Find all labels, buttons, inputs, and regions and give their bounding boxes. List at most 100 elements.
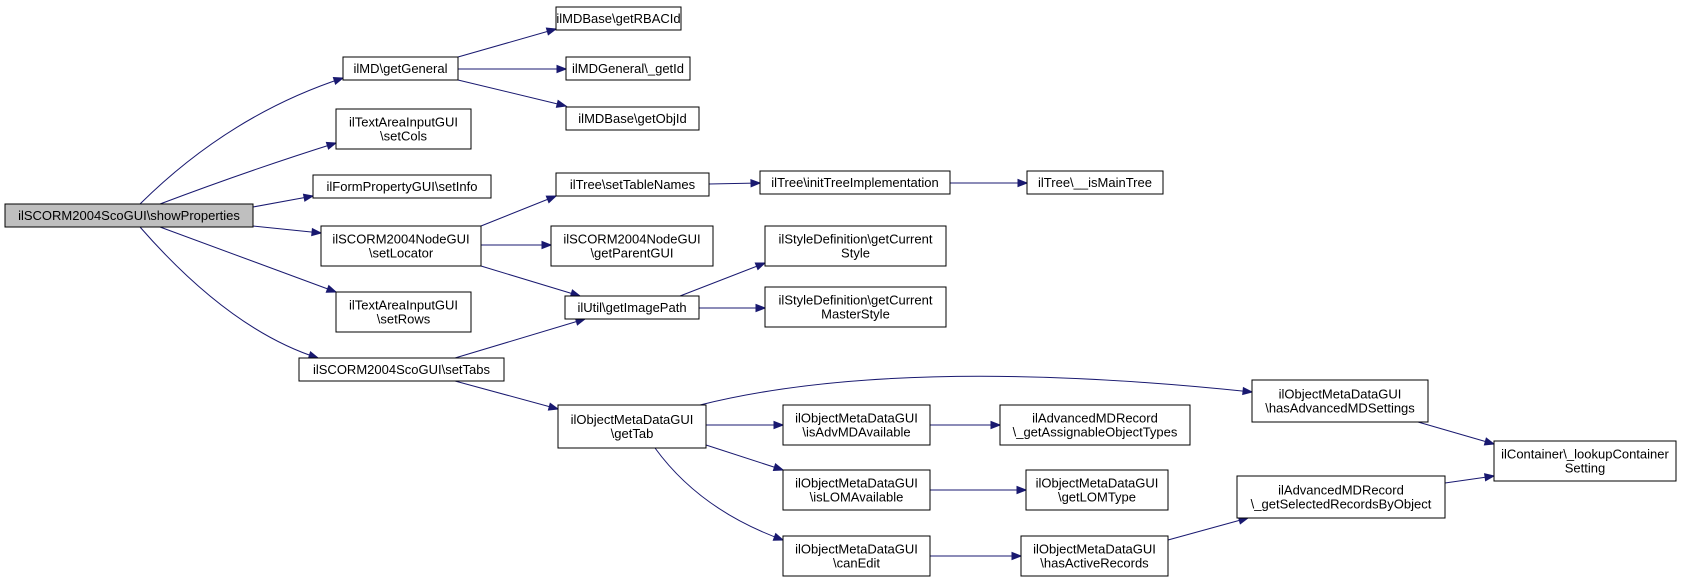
- node-omdgui_islomavailable[interactable]: ilObjectMetaDataGUI\isLOMAvailable: [782, 469, 931, 511]
- node-label-line: ilStyleDefinition\getCurrent: [779, 293, 933, 308]
- edge-root-to-textarea_setcols: [159, 141, 338, 205]
- edge-omdgui_gettab-to-omdgui_hasadvmdsettings: [699, 375, 1254, 406]
- node-label-line: ilTree\setTableNames: [570, 177, 696, 192]
- node-tree_settablenames[interactable]: ilTree\setTableNames: [555, 172, 710, 197]
- edge-nodegui_setlocator-to-tree_settablenames: [480, 195, 558, 227]
- edge-nodegui_setlocator-to-nodegui_getparentgui: [481, 240, 553, 250]
- node-label-line: ilTree\initTreeImplementation: [771, 175, 938, 190]
- node-label-line: \getTab: [611, 426, 654, 441]
- node-util_getimagepath[interactable]: ilUtil\getImagePath: [564, 295, 700, 320]
- node-box: [312, 174, 492, 199]
- node-omdgui_getlomtype[interactable]: ilObjectMetaDataGUI\getLOMType: [1025, 469, 1169, 511]
- edge-line: [454, 380, 559, 410]
- node-omdgui_hasactiverecords[interactable]: ilObjectMetaDataGUI\hasActiveRecords: [1020, 535, 1169, 577]
- node-omdgui_canedit[interactable]: ilObjectMetaDataGUI\canEdit: [782, 535, 931, 577]
- node-root[interactable]: ilSCORM2004ScoGUI\showProperties: [4, 203, 254, 228]
- node-label-line: ilMDBase\getObjId: [578, 111, 686, 126]
- edge-arrowhead: [545, 195, 558, 204]
- edge-line: [457, 28, 557, 58]
- node-scogui_settabs[interactable]: ilSCORM2004ScoGUI\setTabs: [298, 357, 505, 382]
- node-label-line: \_getAssignableObjectTypes: [1013, 425, 1178, 440]
- edge-omdgui_hasadvmdsettings-to-container_lookupsetting: [1417, 421, 1496, 446]
- node-label-line: ilObjectMetaDataGUI: [1036, 476, 1159, 491]
- edge-arrowhead: [555, 99, 568, 108]
- edge-arrowhead: [1011, 551, 1023, 561]
- node-label-line: \canEdit: [833, 556, 880, 571]
- node-label-line: ilFormPropertyGUI\setInfo: [327, 179, 478, 194]
- edge-arrowhead: [1242, 386, 1254, 396]
- node-mdbase_getobjid[interactable]: ilMDBase\getObjId: [565, 106, 700, 131]
- edge-arrowhead: [1017, 178, 1029, 188]
- node-omdgui_gettab[interactable]: ilObjectMetaDataGUI\getTab: [557, 404, 707, 449]
- edge-util_getimagepath-to-styledef_getcurrentmasterstyle: [699, 303, 767, 313]
- node-mdbase_getrbacid[interactable]: ilMDBase\getRBACId: [555, 6, 682, 31]
- edge-arrowhead: [754, 262, 767, 271]
- node-omdgui_isadvmdavailable[interactable]: ilObjectMetaDataGUI\isAdvMDAvailable: [782, 404, 931, 446]
- node-mdgeneral_getid[interactable]: ilMDGeneral\_getId: [565, 56, 691, 81]
- edge-root-to-textarea_setrows: [159, 226, 338, 293]
- edges-layer: [139, 27, 1496, 561]
- node-label-line: \setCols: [380, 129, 427, 144]
- node-label-line: ilObjectMetaDataGUI: [571, 412, 694, 427]
- node-box: [550, 225, 714, 267]
- node-box: [1251, 379, 1429, 423]
- edge-root-to-nodegui_setlocator: [252, 225, 323, 237]
- edge-advmdrecord_getselected-to-container_lookupsetting: [1444, 473, 1496, 484]
- edge-line: [159, 142, 337, 205]
- node-box: [782, 535, 931, 577]
- node-label-line: ilSCORM2004NodeGUI: [332, 232, 469, 247]
- edge-omdgui_gettab-to-omdgui_islomavailable: [705, 444, 785, 472]
- edge-arrowhead: [990, 420, 1002, 430]
- node-label-line: \getParentGUI: [590, 246, 673, 261]
- node-imd_getgeneral[interactable]: ilMD\getGeneral: [342, 56, 459, 81]
- edge-imd_getgeneral-to-mdbase_getrbacid: [457, 27, 558, 58]
- edge-nodegui_setlocator-to-util_getimagepath: [480, 265, 582, 298]
- node-tree_inittreeimpl[interactable]: ilTree\initTreeImplementation: [759, 170, 951, 195]
- edge-line: [679, 262, 766, 297]
- node-label-line: \getLOMType: [1058, 490, 1136, 505]
- node-box: [320, 225, 482, 267]
- node-box: [759, 170, 951, 195]
- node-box: [564, 295, 700, 320]
- node-advmdrecord_getselected[interactable]: ilAdvancedMDRecord\_getSelectedRecordsBy…: [1236, 475, 1446, 519]
- node-nodegui_setlocator[interactable]: ilSCORM2004NodeGUI\setLocator: [320, 225, 482, 267]
- node-label-line: ilObjectMetaDataGUI: [795, 542, 918, 557]
- node-label-line: ilObjectMetaDataGUI: [795, 411, 918, 426]
- node-textarea_setcols[interactable]: ilTextAreaInputGUI\setCols: [335, 108, 472, 150]
- edge-omdgui_canedit-to-omdgui_hasactiverecords: [930, 551, 1023, 561]
- node-label-line: ilSCORM2004ScoGUI\showProperties: [18, 208, 240, 223]
- node-box: [565, 106, 700, 131]
- node-label-line: ilMD\getGeneral: [354, 61, 448, 76]
- node-box: [557, 404, 707, 449]
- edge-scogui_settabs-to-omdgui_gettab: [454, 380, 560, 411]
- node-nodegui_getparentgui[interactable]: ilSCORM2004NodeGUI\getParentGUI: [550, 225, 714, 267]
- edge-line: [1417, 421, 1495, 445]
- node-textarea_setrows[interactable]: ilTextAreaInputGUI\setRows: [335, 291, 472, 333]
- node-omdgui_hasadvmdsettings[interactable]: ilObjectMetaDataGUI\hasAdvancedMDSetting…: [1251, 379, 1429, 423]
- edge-line: [1167, 517, 1249, 541]
- edge-arrowhead: [325, 141, 338, 150]
- edge-arrowhead: [311, 227, 323, 237]
- edge-arrowhead: [772, 532, 785, 541]
- edge-arrowhead: [547, 402, 560, 411]
- node-box: [335, 291, 472, 333]
- node-box: [335, 108, 472, 150]
- node-label-line: ilTextAreaInputGUI: [349, 115, 458, 130]
- node-box: [1493, 440, 1677, 482]
- node-formprop_setinfo[interactable]: ilFormPropertyGUI\setInfo: [312, 174, 492, 199]
- node-advmdrecord_getassignable[interactable]: ilAdvancedMDRecord\_getAssignableObjectT…: [999, 404, 1191, 446]
- edge-imd_getgeneral-to-mdbase_getobjid: [457, 79, 568, 108]
- edge-arrowhead: [556, 64, 568, 74]
- node-box: [999, 404, 1191, 446]
- node-label-line: ilMDGeneral\_getId: [572, 61, 684, 76]
- edge-arrowhead: [325, 284, 338, 293]
- node-tree_ismaintree[interactable]: ilTree\__isMainTree: [1026, 170, 1164, 195]
- edge-tree_inittreeimpl-to-tree_ismaintree: [950, 178, 1029, 188]
- edge-arrowhead: [755, 303, 767, 313]
- nodes-layer: ilSCORM2004ScoGUI\showProperties ilMD\get…: [4, 6, 1677, 577]
- node-label-line: ilObjectMetaDataGUI: [1279, 387, 1402, 402]
- edge-line: [139, 77, 344, 205]
